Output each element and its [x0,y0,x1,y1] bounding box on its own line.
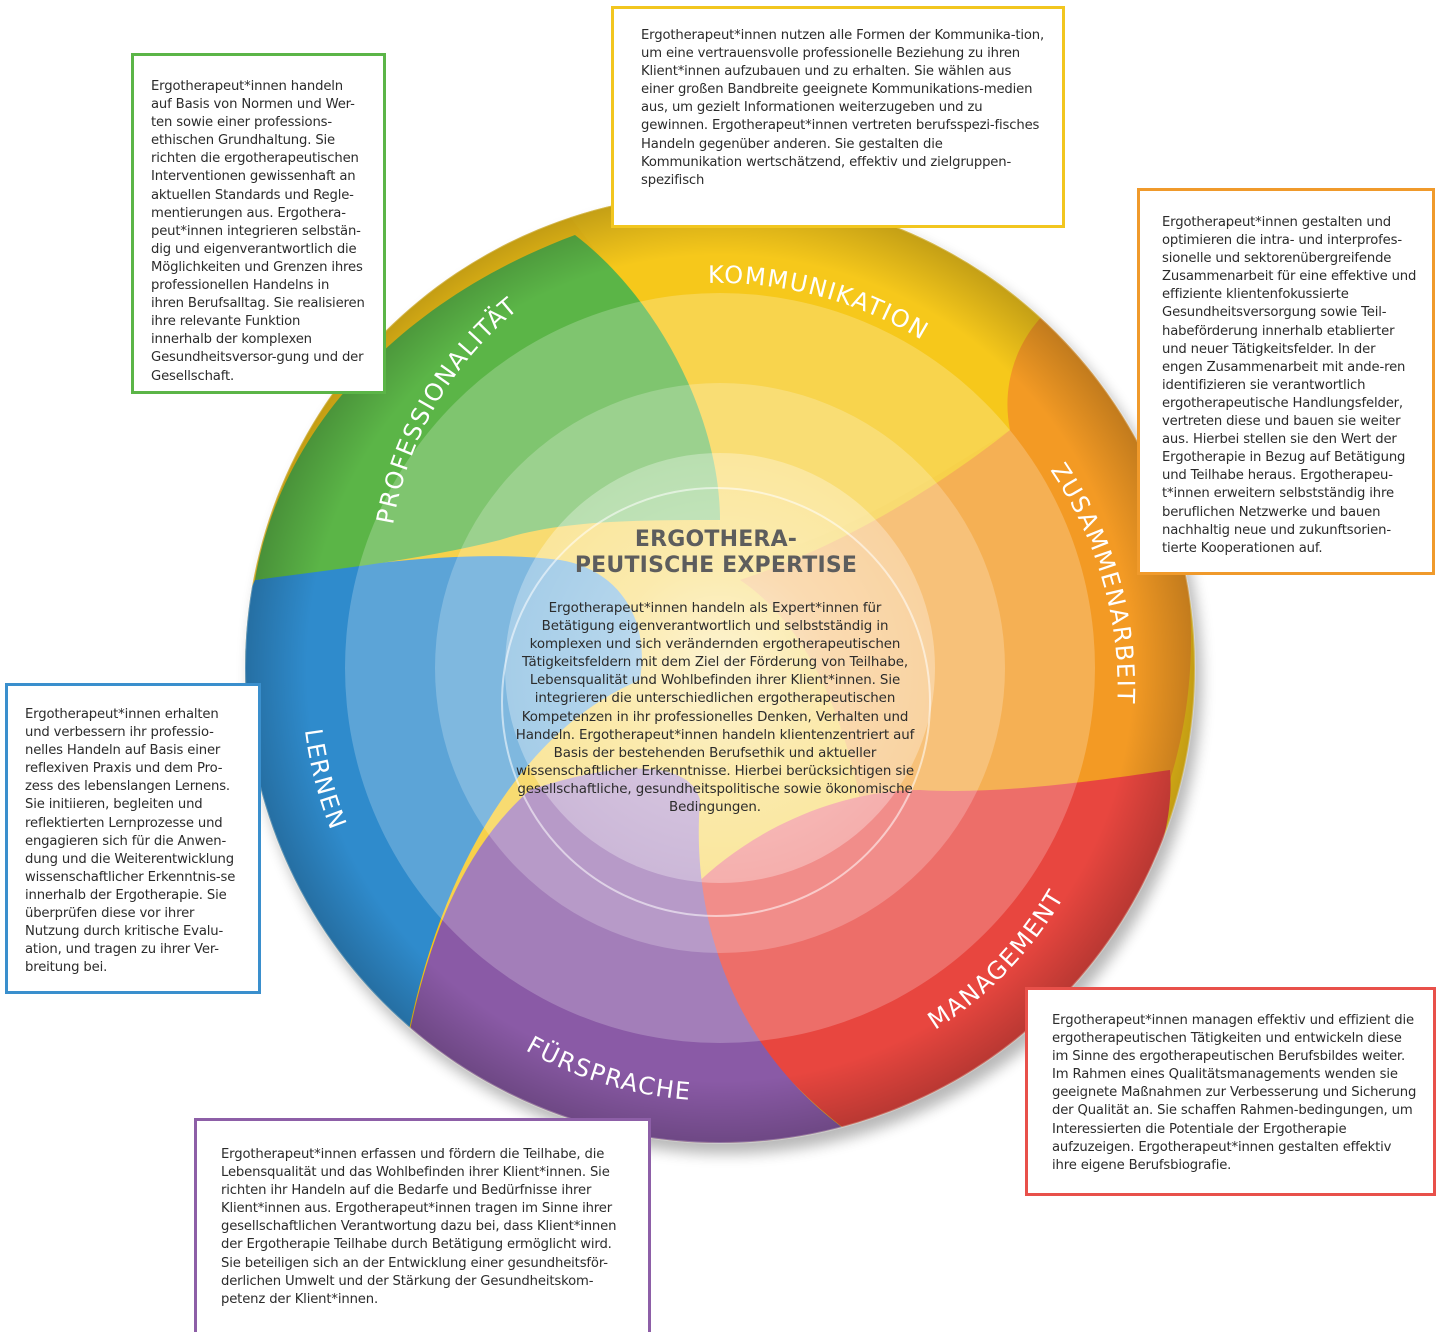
box-fuersprache-text: Ergotherapeut*innen erfassen und fördern… [221,1147,617,1307]
box-professionalitaet-text: Ergotherapeut*innen handeln auf Basis vo… [151,79,365,384]
center-title-line1: ERGOTHERA- [634,527,798,552]
box-fuersprache: Ergotherapeut*innen erfassen und fördern… [194,1118,651,1332]
box-lernen-text: Ergotherapeut*innen erhalten und verbess… [25,707,236,976]
center-description: Ergotherapeut*innen handeln als Expert*i… [515,601,915,816]
box-zusammenarbeit-text: Ergotherapeut*innen gestalten und optimi… [1162,215,1417,556]
box-professionalitaet: Ergotherapeut*innen handeln auf Basis vo… [131,53,386,394]
box-kommunikation: Ergotherapeut*innen nutzen alle Formen d… [611,6,1065,228]
box-zusammenarbeit: Ergotherapeut*innen gestalten und optimi… [1137,188,1435,575]
box-management-text: Ergotherapeut*innen managen effektiv und… [1052,1013,1417,1173]
box-kommunikation-text: Ergotherapeut*innen nutzen alle Formen d… [641,28,1045,188]
center-title: ERGOTHERA- PEUTISCHE EXPERTISE [520,527,912,579]
box-lernen: Ergotherapeut*innen erhalten und verbess… [5,683,261,994]
box-management: Ergotherapeut*innen managen effektiv und… [1025,987,1436,1196]
center-title-line2: PEUTISCHE EXPERTISE [574,553,858,578]
